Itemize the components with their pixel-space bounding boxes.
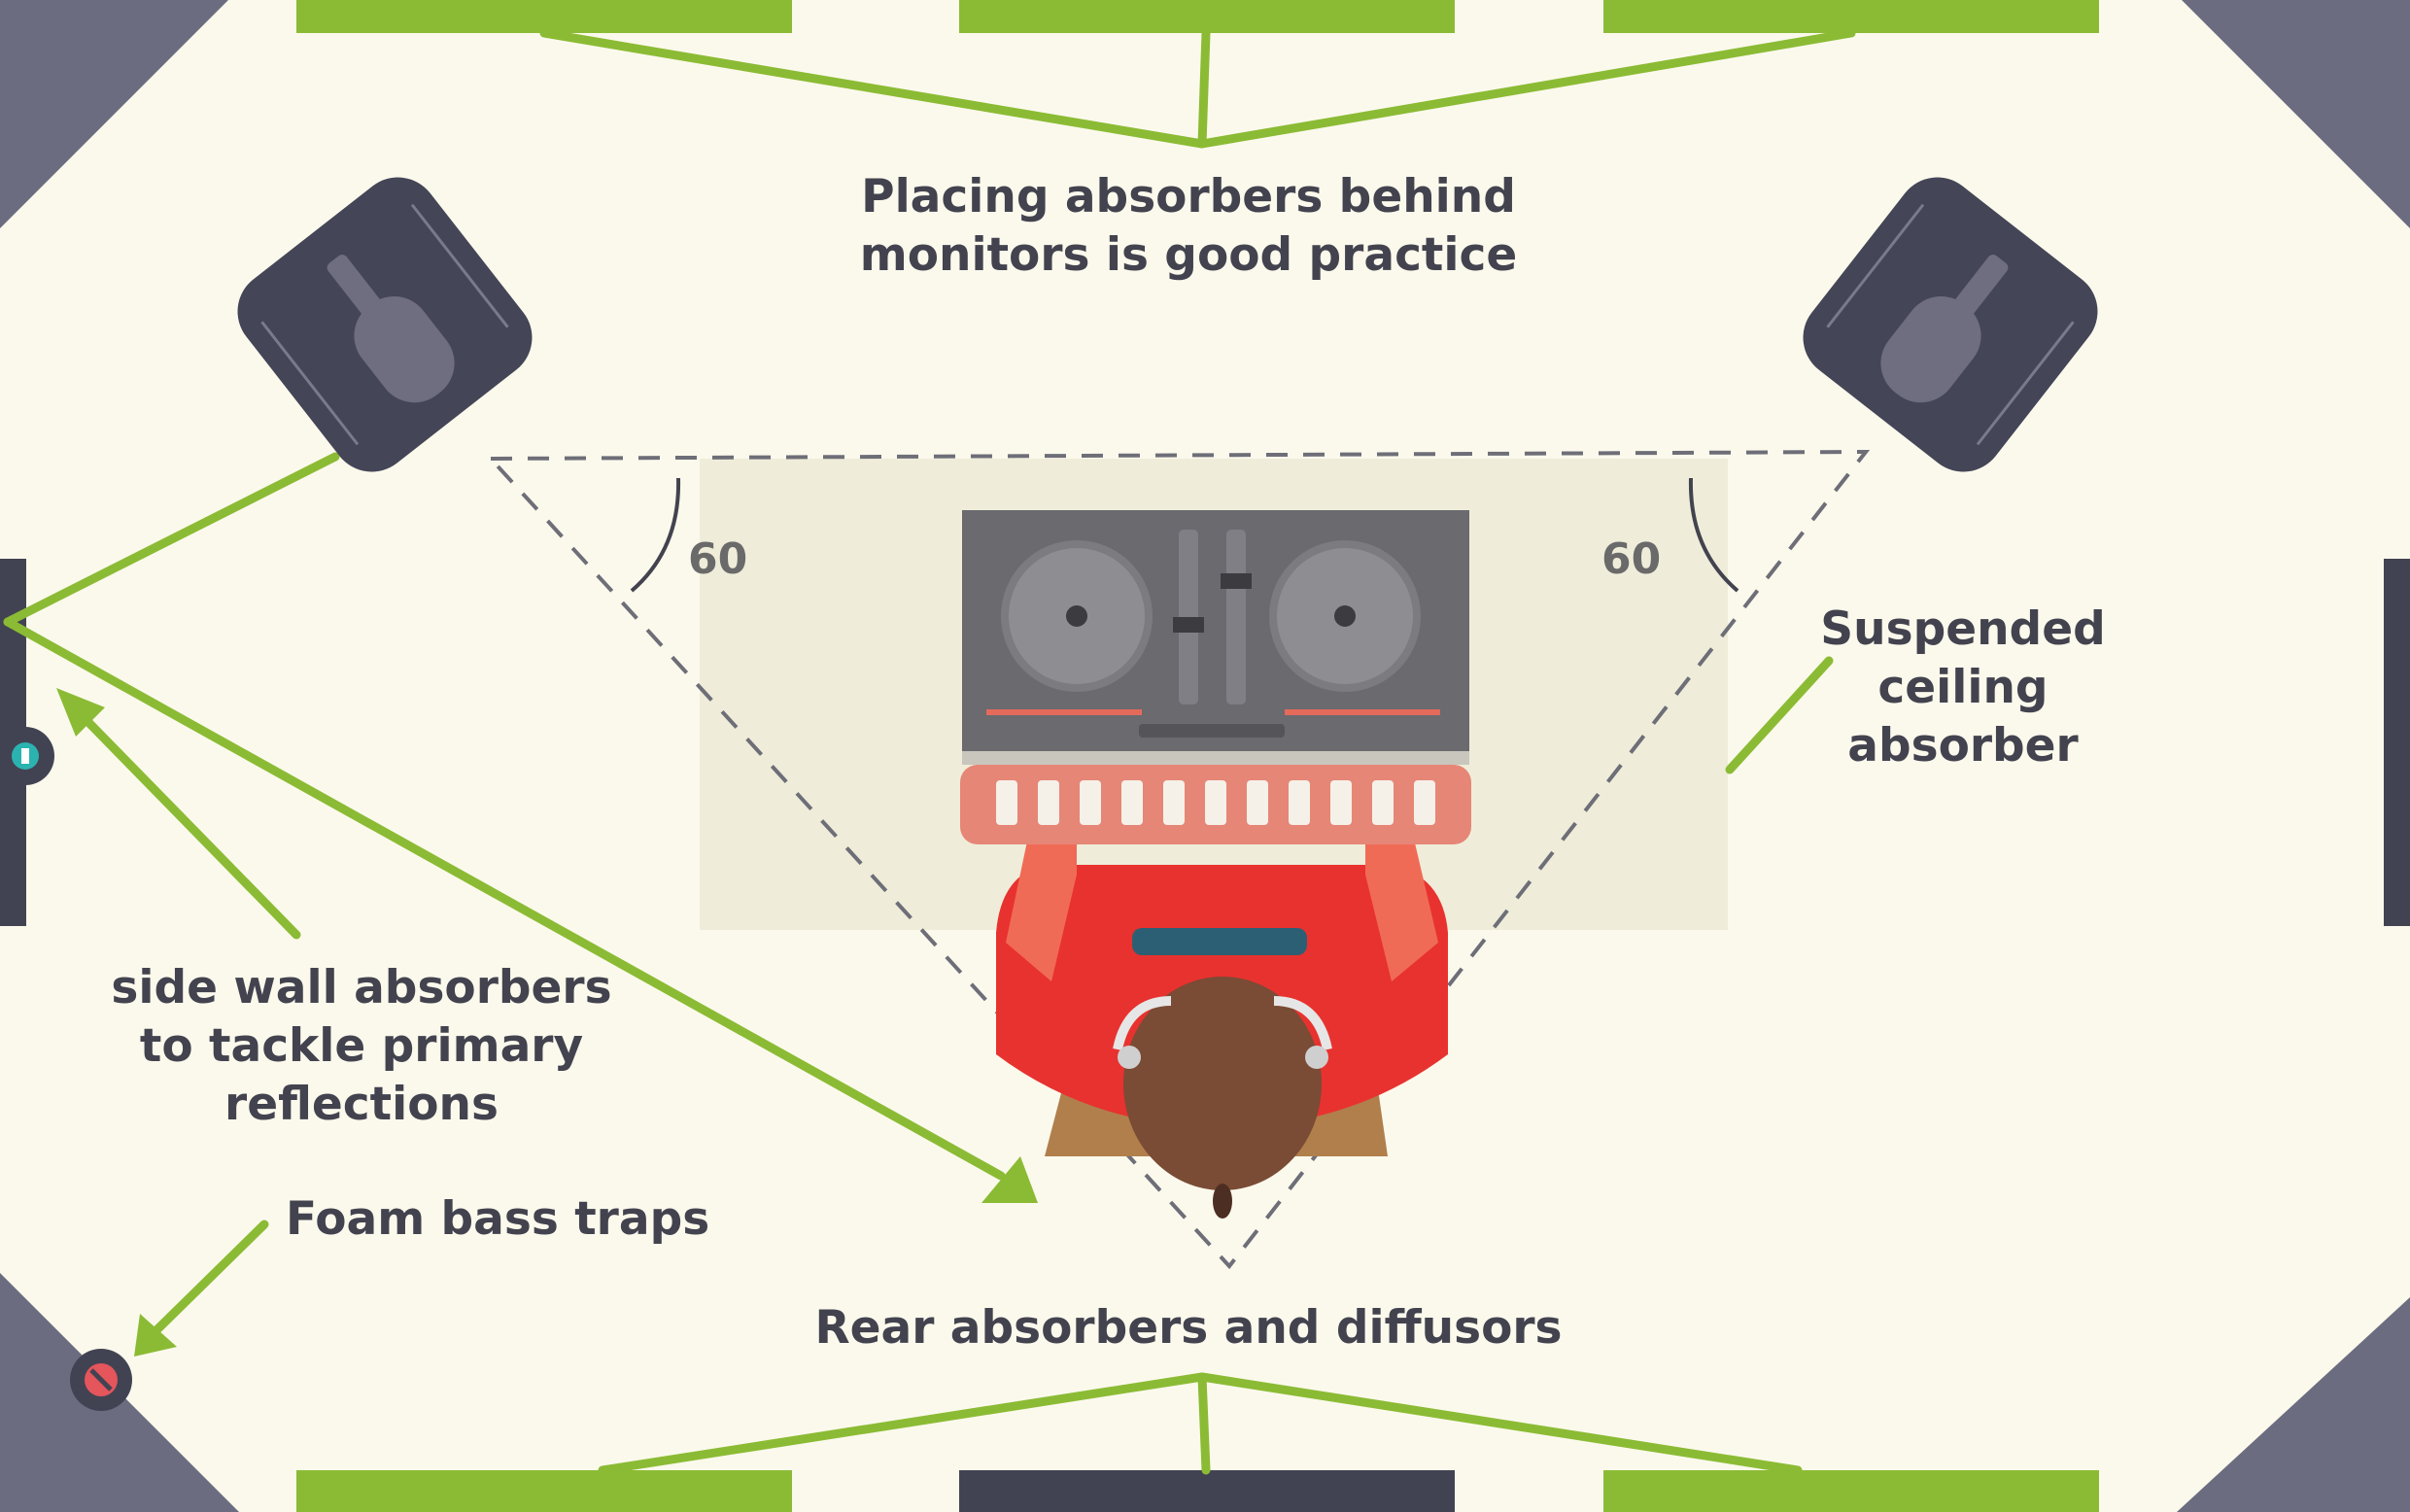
ceiling-label-line2: ceiling [1877,661,2048,714]
ceiling-callout-line [1725,656,1834,774]
studio-monitor-icon [1803,177,2098,472]
side-panel-right [2384,559,2410,926]
bass-traps-label: Foam bass traps [286,1192,709,1246]
keyboard-keys [996,780,1435,825]
ceiling-label-line3: absorber [1847,719,2079,773]
corner-trap-top-right [2182,0,2410,228]
studio-monitor-icon [237,177,533,472]
ceiling-label-line1: Suspended [1820,602,2105,656]
dj-controller-icon [960,510,1471,844]
angle-label-left: 60 [688,534,747,584]
front-absorber-right [1603,0,2099,33]
rear-absorber-left [296,1470,792,1512]
front-absorber-callout-lines [539,28,1856,149]
listening-triangle [486,449,1871,1270]
bass-trap-arrowhead [134,1314,177,1357]
side-wall-label-line3: reflections [224,1078,499,1131]
rear-absorber-callout-lines [598,1372,1803,1475]
side-wall-label-line1: side wall absorbers [111,961,611,1014]
side-wall-label-line2: to tackle primary [140,1019,583,1073]
side-wall-arrowhead [56,688,105,737]
front-absorber-left [296,0,792,33]
behind-monitors-label-line2: monitors is good practice [860,228,1518,282]
side-wall-arrow-line [73,706,301,940]
angle-arc-right [1688,477,1739,593]
angle-label-right: 60 [1601,534,1661,584]
person-top-view-icon [996,725,1448,1219]
rear-absorber-right [1603,1470,2099,1512]
angle-arc-left [630,477,681,593]
behind-monitors-label-line1: Placing absorbers behind [861,170,1516,223]
corner-trap-top-left [0,0,228,228]
reflection-path [3,452,1006,1181]
reflection-arrowhead [981,1156,1038,1203]
bass-trap-arrow-line [151,1220,269,1336]
rear-diffusor-center [959,1470,1455,1512]
corner-trap-bottom-right [2177,1297,2410,1512]
front-absorber-center [959,0,1455,33]
rear-label: Rear absorbers and diffusors [814,1301,1562,1355]
